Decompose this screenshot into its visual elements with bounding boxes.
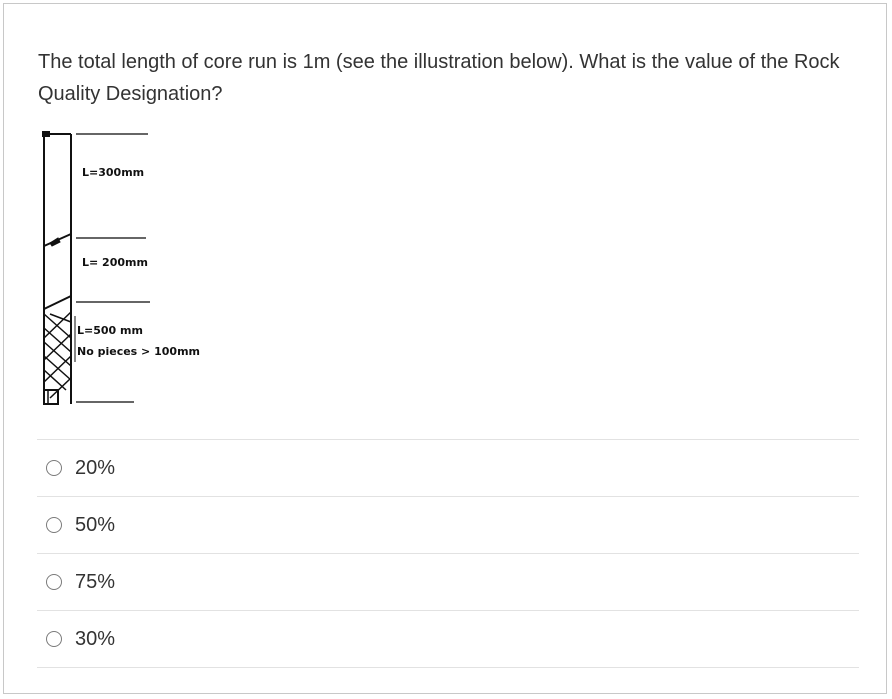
- option-50-percent[interactable]: 50%: [37, 496, 859, 553]
- question-text: The total length of core run is 1m (see …: [38, 51, 840, 105]
- question-card: The total length of core run is 1m (see …: [3, 3, 887, 694]
- option-label: 50%: [75, 513, 116, 536]
- length-label-200: L= 200mm: [82, 256, 148, 269]
- length-label-300: L=300mm: [82, 166, 144, 179]
- option-75-percent[interactable]: 75%: [37, 553, 859, 610]
- length-label-500: L=500 mm: [77, 324, 143, 337]
- answer-options: 20% 50% 75% 30%: [37, 439, 859, 668]
- core-column: [42, 131, 72, 405]
- radio-button[interactable]: [46, 631, 62, 647]
- option-label: 75%: [75, 570, 116, 593]
- radio-button[interactable]: [46, 460, 62, 476]
- option-label: 30%: [75, 627, 116, 650]
- option-30-percent[interactable]: 30%: [37, 610, 859, 668]
- option-20-percent[interactable]: 20%: [37, 439, 859, 496]
- depth-lines: [74, 133, 150, 403]
- core-run-illustration: L=300mm L= 200mm L=500 mm No pieces > 10…: [42, 131, 200, 405]
- radio-button[interactable]: [46, 574, 62, 590]
- pieces-note: No pieces > 100mm: [77, 345, 200, 358]
- radio-button[interactable]: [46, 517, 62, 533]
- option-label: 20%: [75, 456, 116, 479]
